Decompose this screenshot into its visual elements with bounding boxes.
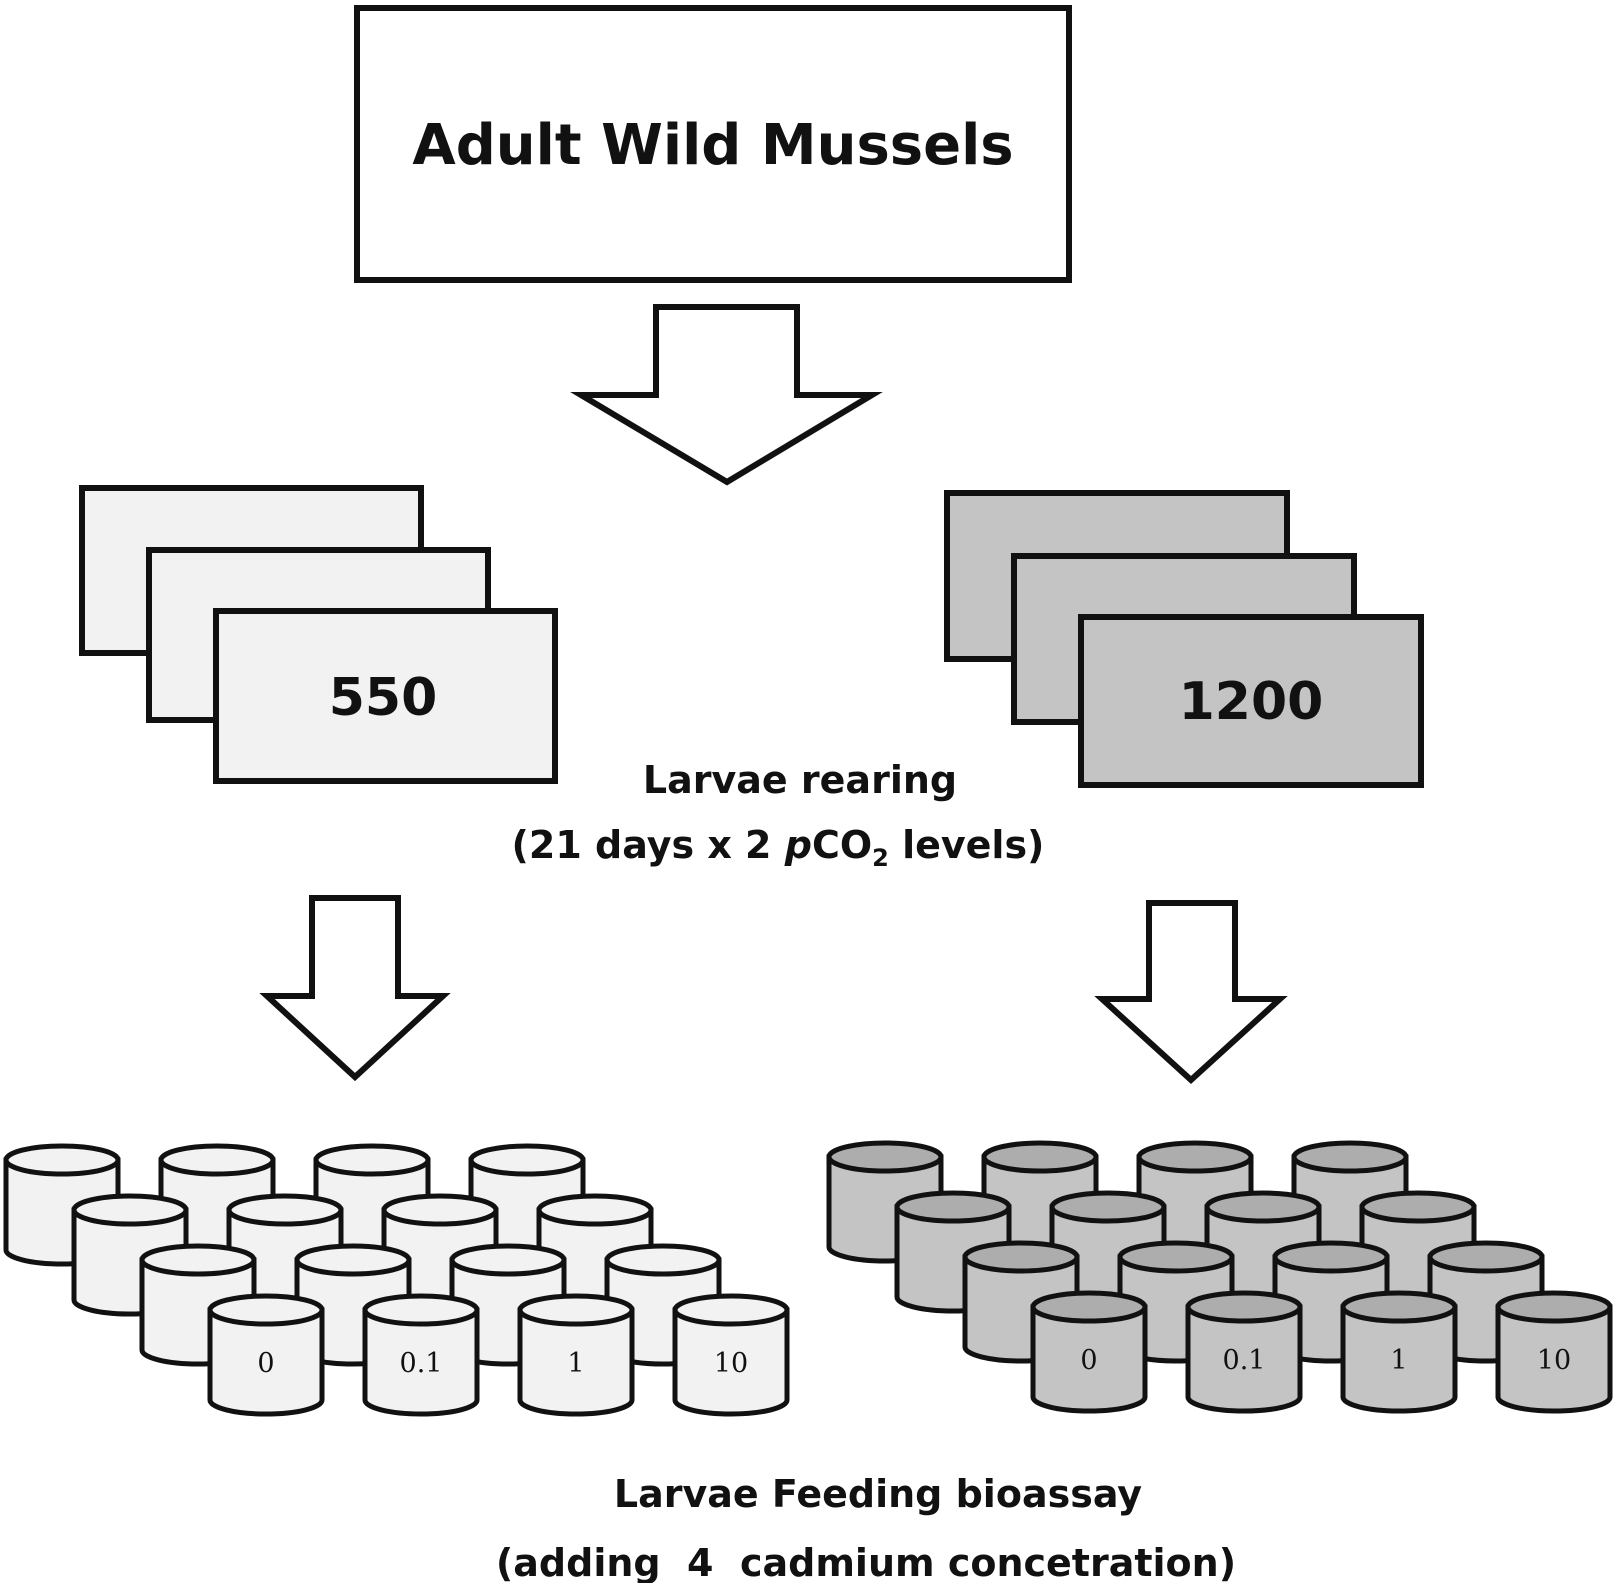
right-can-lid bbox=[1185, 1290, 1303, 1324]
left-can-r4-c1: 0 bbox=[207, 1293, 325, 1417]
left-can-lid bbox=[468, 1143, 586, 1177]
left-can-r4-c3: 1 bbox=[517, 1293, 635, 1417]
left-can-r4-c4: 10 bbox=[672, 1293, 790, 1417]
right-can-lid bbox=[1204, 1190, 1322, 1224]
right-can-r4-c2: 0.1 bbox=[1185, 1290, 1303, 1414]
right-cadmium-label-1: 0 bbox=[1080, 1345, 1097, 1376]
left-can-lid bbox=[294, 1243, 412, 1277]
bioassay-caption-line2: (adding 4 cadmium concetration) bbox=[496, 1541, 1236, 1583]
left-can-lid bbox=[604, 1243, 722, 1277]
right-can-body bbox=[1495, 1304, 1613, 1414]
left-can-lid bbox=[158, 1143, 276, 1177]
left-can-lid bbox=[226, 1193, 344, 1227]
right-can-body bbox=[1030, 1304, 1148, 1414]
left-can-body bbox=[517, 1307, 635, 1417]
left-can-lid bbox=[536, 1193, 654, 1227]
right-bioassay-cans: 0 0.1 1 10 bbox=[826, 1140, 1613, 1414]
right-can-lid bbox=[1340, 1290, 1458, 1324]
left-tank-front bbox=[213, 608, 558, 784]
right-tank-front bbox=[1078, 614, 1424, 788]
right-can-lid bbox=[1117, 1240, 1235, 1274]
left-can-lid bbox=[362, 1293, 480, 1327]
left-can-body bbox=[672, 1307, 790, 1417]
rearing-caption-line1: Larvae rearing bbox=[643, 758, 957, 802]
right-can-lid bbox=[1427, 1240, 1545, 1274]
right-can-lid bbox=[1030, 1290, 1148, 1324]
adult-mussels-box bbox=[354, 5, 1072, 283]
left-cadmium-label-4: 10 bbox=[714, 1348, 748, 1379]
left-can-lid bbox=[71, 1193, 189, 1227]
right-rearing-stack: 1200 bbox=[944, 490, 1424, 788]
right-can-body bbox=[1340, 1304, 1458, 1414]
right-can-r2-c3 bbox=[1204, 1190, 1322, 1314]
left-can-lid bbox=[139, 1243, 257, 1277]
left-cadmium-label-2: 0.1 bbox=[400, 1348, 443, 1379]
left-can-lid bbox=[207, 1293, 325, 1327]
arrow-down-top bbox=[570, 304, 883, 486]
right-can-lid bbox=[1359, 1190, 1477, 1224]
left-rearing-stack: 550 bbox=[79, 485, 558, 784]
left-pco2-label: 550 bbox=[329, 668, 438, 728]
right-can-lid bbox=[1272, 1240, 1390, 1274]
right-can-lid bbox=[1495, 1290, 1613, 1324]
adult-mussels-label: Adult Wild Mussels bbox=[412, 113, 1013, 178]
right-can-lid bbox=[962, 1240, 1080, 1274]
right-can-r4-c1: 0 bbox=[1030, 1290, 1148, 1414]
arrow-down-right bbox=[1094, 900, 1288, 1085]
right-can-lid bbox=[1049, 1190, 1167, 1224]
left-can-lid bbox=[517, 1293, 635, 1327]
bioassay-caption-line1: Larvae Feeding bioassay bbox=[614, 1472, 1142, 1516]
right-pco2-label: 1200 bbox=[1179, 672, 1324, 732]
right-cadmium-label-4: 10 bbox=[1537, 1345, 1571, 1376]
left-can-lid bbox=[672, 1293, 790, 1327]
right-can-r4-c3: 1 bbox=[1340, 1290, 1458, 1414]
left-can-lid bbox=[3, 1143, 121, 1177]
left-can-body bbox=[207, 1307, 325, 1417]
right-can-body bbox=[1185, 1304, 1303, 1414]
right-cadmium-label-2: 0.1 bbox=[1223, 1345, 1266, 1376]
left-can-r4-c2: 0.1 bbox=[362, 1293, 480, 1417]
right-can-r4-c4: 10 bbox=[1495, 1290, 1613, 1414]
left-cadmium-label-3: 1 bbox=[567, 1348, 584, 1379]
right-cadmium-label-3: 1 bbox=[1390, 1345, 1407, 1376]
right-can-lid bbox=[894, 1190, 1012, 1224]
right-can-lid bbox=[1291, 1140, 1409, 1174]
left-can-lid bbox=[449, 1243, 567, 1277]
arrow-down-left bbox=[259, 895, 451, 1082]
left-can-body bbox=[362, 1307, 480, 1417]
right-can-lid bbox=[981, 1140, 1099, 1174]
left-bioassay-cans: 0 0.1 1 10 bbox=[3, 1143, 790, 1417]
left-can-lid bbox=[381, 1193, 499, 1227]
left-cadmium-label-1: 0 bbox=[257, 1348, 274, 1379]
right-can-lid bbox=[826, 1140, 944, 1174]
rearing-caption-line2: (21 days x 2 pCO2 levels) bbox=[512, 823, 1045, 872]
right-can-lid bbox=[1136, 1140, 1254, 1174]
right-can-r2-c2 bbox=[1049, 1190, 1167, 1314]
left-can-lid bbox=[313, 1143, 431, 1177]
